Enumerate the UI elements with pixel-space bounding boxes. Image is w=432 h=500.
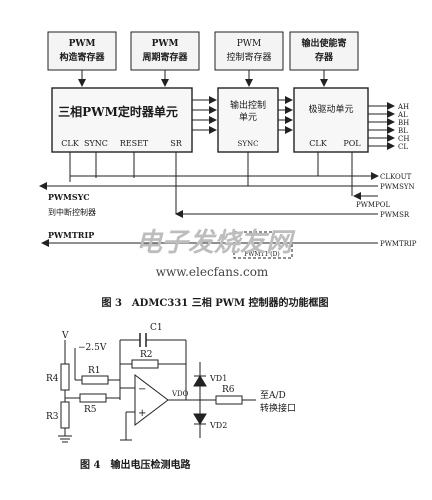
pin-clk: CLK: [61, 139, 79, 148]
pin-sync: SYNC: [84, 139, 108, 148]
vd2-diode: [193, 413, 207, 425]
pwm-control-register-box: [214, 31, 284, 71]
driver-unit-box: [293, 87, 369, 153]
outctrl-line1: 输出控制: [230, 99, 266, 111]
vd1-diode: [193, 375, 207, 387]
r6: [215, 395, 243, 405]
outctrl-sync: SYNC: [238, 140, 259, 148]
label-r5: R5: [84, 405, 97, 415]
label-vdo: VDO: [171, 390, 189, 398]
outctrl-line2: 单元: [239, 111, 257, 123]
out-bh: BH: [398, 119, 409, 127]
timer-unit-label: 三相PWM定时器单元: [58, 104, 178, 119]
box2-line2: 周期寄存器: [142, 51, 188, 63]
box2-line1: PWM: [152, 39, 179, 49]
fig3-caption: 图 3 ADMC331 三相 PWM 控制器的功能框图: [101, 296, 328, 309]
label-to-ad-1: 至A/D: [260, 390, 286, 401]
r2: [131, 359, 159, 369]
watermark-cn: 电子发烧友网: [136, 228, 296, 258]
out-bl: BL: [398, 127, 408, 135]
box1-line1: PWM: [69, 39, 96, 49]
sig-pwmpol: PWMPOL: [356, 201, 391, 209]
pin-reset: RESET: [120, 139, 149, 148]
sig-pwmsr: PWMSR: [380, 211, 410, 219]
watermark-url: www.elecfans.com: [156, 265, 269, 279]
op-amp: [134, 373, 169, 427]
label-pwmt1: PWMT1 (D): [244, 251, 280, 258]
out-cl: CL: [398, 143, 408, 151]
label-minus25v: −2.5V: [78, 343, 107, 353]
label-plus: +: [138, 408, 146, 419]
output-control-box: [217, 87, 279, 153]
label-pwmtrip-left: PWMTRIP: [48, 230, 94, 240]
sig-pwmtrip: PWMTRIP: [380, 240, 417, 248]
out-ch: CH: [398, 135, 409, 143]
label-minus: −: [138, 384, 146, 395]
box1-line2: 构造寄存器: [59, 51, 105, 63]
r3: [60, 401, 70, 429]
label-pwmsyc: PWMSYC: [48, 192, 90, 202]
box3-line2: 控制寄存器: [226, 51, 271, 63]
label-r3: R3: [46, 412, 59, 422]
box4-line2: 存器: [315, 51, 334, 63]
out-ah: AH: [397, 103, 409, 111]
label-vd2: VD2: [209, 421, 227, 430]
label-r6: R6: [222, 385, 235, 395]
pin-sr: SR: [170, 139, 182, 148]
box4-line1: 输出使能寄: [301, 37, 346, 49]
fig4-caption: 图 4 输出电压检测电路: [80, 458, 191, 471]
r4: [60, 363, 70, 391]
label-r1: R1: [88, 366, 101, 376]
pwm-period-register-box: [130, 31, 200, 71]
label-to-ad-2: 转换接口: [260, 402, 296, 414]
label-to-interrupt: 到中断控制器: [48, 207, 96, 217]
timer-unit-box: [51, 87, 193, 153]
label-r2: R2: [140, 350, 153, 360]
figure-4-text: V −2.5V C1 R1 R2 R3 R4 R5 R6 VD1 VD2 VDO…: [46, 323, 296, 471]
pwmt1-block: [233, 231, 293, 259]
label-vd1: VD1: [209, 374, 227, 383]
sig-clkout: CLKOUT: [380, 173, 412, 181]
r5: [79, 393, 107, 403]
driver-label: 极驱动单元: [308, 103, 353, 115]
box3-line1: PWM: [237, 39, 262, 49]
driver-pol: POL: [343, 139, 361, 148]
r1: [81, 375, 109, 385]
label-v: V: [61, 331, 69, 341]
output-enable-register-box: [289, 31, 359, 71]
pwm-config-register-box: [47, 31, 117, 71]
sig-pwmsyn: PWMSYN: [380, 183, 415, 191]
figure-3-text: PWM 构造寄存器 PWM 周期寄存器 PWM 控制寄存器 输出使能寄 存器 三…: [48, 37, 417, 309]
label-r4: R4: [46, 374, 59, 384]
out-al: AL: [397, 111, 408, 119]
driver-clk: CLK: [309, 139, 327, 148]
figure-3: [39, 31, 395, 259]
label-c1: C1: [150, 323, 163, 333]
figure-4: [58, 333, 256, 443]
